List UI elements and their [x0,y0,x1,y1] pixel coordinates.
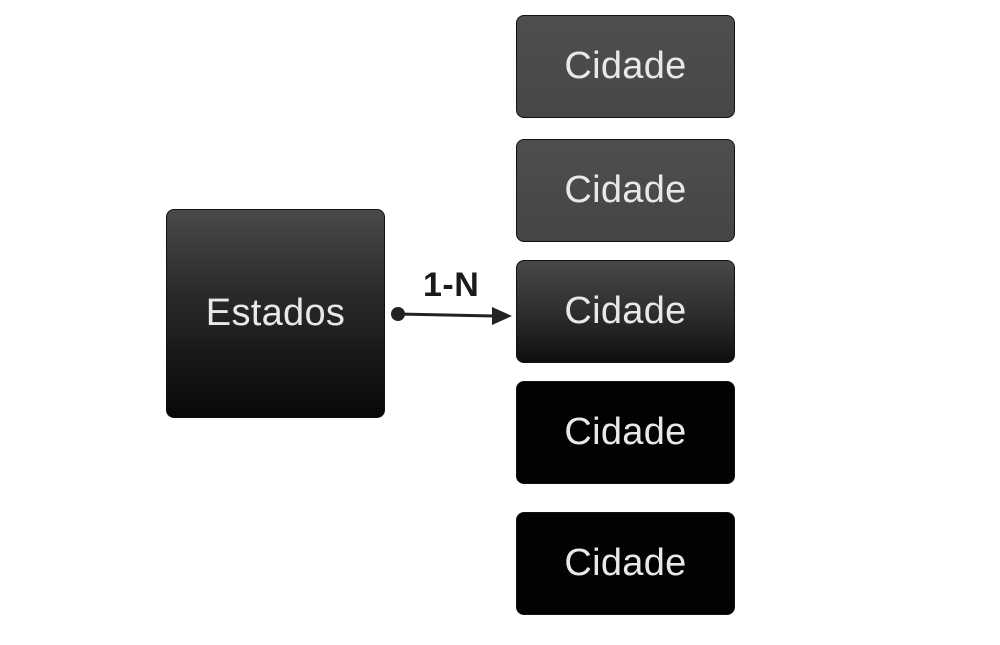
cidade-node-5: Cidade [516,512,735,615]
cidade-node-1: Cidade [516,15,735,118]
estados-label: Estados [205,292,346,334]
cidade-node-3: Cidade [516,260,735,363]
cidade-label: Cidade [564,542,687,584]
connector-line [397,312,495,318]
estados-node: Estados [166,209,385,418]
relationship-label: 1-N [423,266,480,304]
cidade-label: Cidade [564,169,687,211]
arrowhead-icon [492,307,512,325]
cidade-label: Cidade [564,45,687,87]
cidade-label: Cidade [564,290,687,332]
cidade-node-2: Cidade [516,139,735,242]
cidade-node-4: Cidade [516,381,735,484]
cidade-label: Cidade [564,411,687,453]
